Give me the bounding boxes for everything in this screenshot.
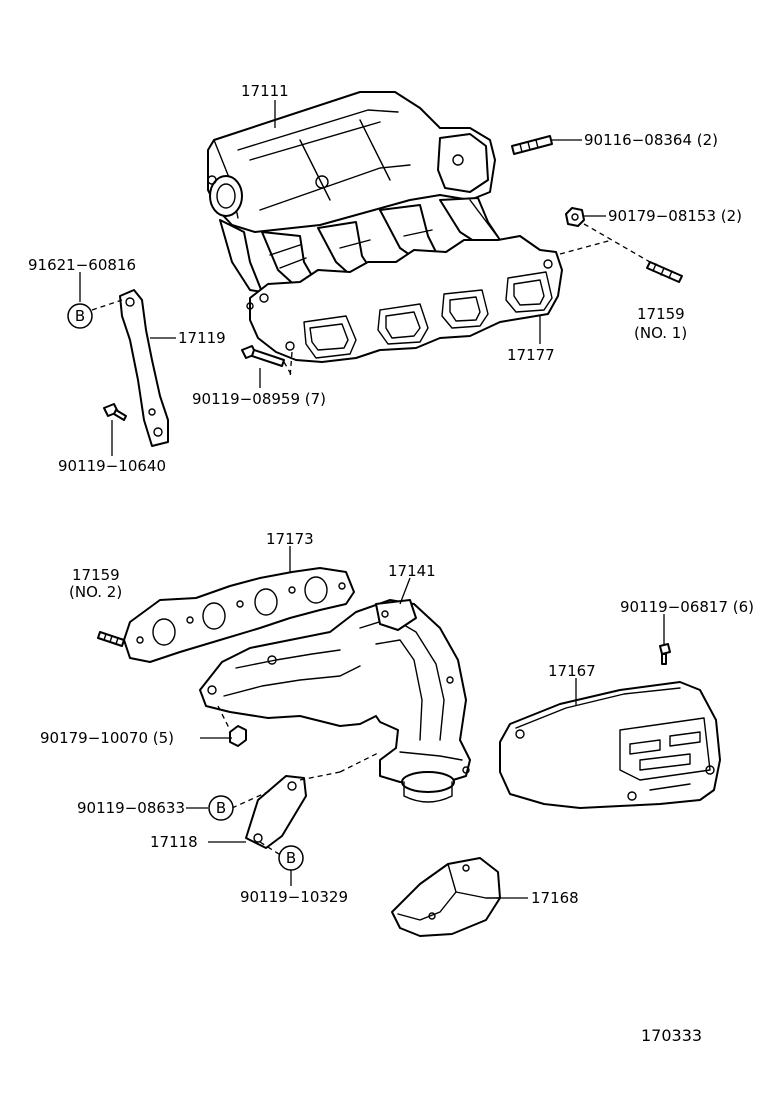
diagram-reference-number: 170333 <box>641 1026 702 1045</box>
label-17141: 17141 <box>388 562 436 580</box>
label-17159-no2-sub: (NO. 2) <box>69 583 122 601</box>
nut-90179-10070 <box>229 725 247 747</box>
callout-b-2: B <box>208 795 234 821</box>
leader-lines <box>79 100 665 899</box>
label-17177: 17177 <box>507 346 555 364</box>
stud-17159-no2 <box>97 631 125 647</box>
label-90119-06817: 90119−06817 (6) <box>620 598 754 616</box>
svg-text:B: B <box>216 799 226 817</box>
exhaust-gasket-17173-drawing <box>123 567 355 663</box>
label-17111: 17111 <box>241 82 289 100</box>
label-90119-10640: 90119−10640 <box>58 457 166 475</box>
insulator-17168-drawing <box>391 857 501 937</box>
nut-90179-08153 <box>565 207 585 227</box>
label-17159-no1: 17159 <box>637 305 685 323</box>
heat-insulator-17167-drawing <box>499 681 721 809</box>
svg-text:B: B <box>286 849 296 867</box>
label-90119-08959: 90119−08959 (7) <box>192 390 326 408</box>
label-17173: 17173 <box>266 530 314 548</box>
label-91621-60816: 91621−60816 <box>28 256 136 274</box>
label-90179-08153: 90179−08153 (2) <box>608 207 742 225</box>
label-17159-no1-sub: (NO. 1) <box>634 324 687 342</box>
label-17168: 17168 <box>531 889 579 907</box>
label-90179-10070: 90179−10070 (5) <box>40 729 174 747</box>
label-17167: 17167 <box>548 662 596 680</box>
bolt-90119-06817 <box>659 643 671 665</box>
label-17119: 17119 <box>178 329 226 347</box>
stay-17118-drawing <box>245 775 307 849</box>
stud-90116-08364 <box>511 135 553 155</box>
stay-17119-drawing <box>119 289 169 447</box>
stud-17159-no1 <box>646 261 683 283</box>
dashed-assembly-lines <box>91 223 651 857</box>
exhaust-manifold-17141-drawing <box>199 599 471 803</box>
bolt-90119-10640 <box>103 403 127 421</box>
bolt-90119-08959 <box>241 345 285 367</box>
callout-b-3: B <box>278 845 304 871</box>
callout-b-1: B <box>67 303 93 329</box>
part-labels: 17111 90116−08364 (2) 90179−08153 (2) 91… <box>28 82 754 1045</box>
intake-manifold-drawing <box>207 91 563 363</box>
label-90119-08633: 90119−08633 <box>77 799 185 817</box>
svg-text:B: B <box>75 307 85 325</box>
label-90119-10329: 90119−10329 <box>240 888 348 906</box>
label-90116-08364: 90116−08364 (2) <box>584 131 718 149</box>
label-17118: 17118 <box>150 833 198 851</box>
label-17159-no2: 17159 <box>72 566 120 584</box>
